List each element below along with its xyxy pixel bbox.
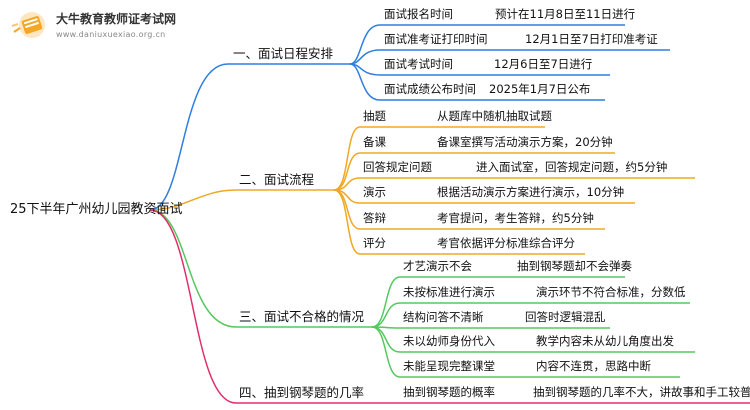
schedule-item-label: 面试成绩公布时间: [384, 82, 476, 96]
process-item-detail: 从题库中随机抽取试题: [437, 109, 552, 123]
fail-item-detail: 教学内容未从幼儿角度出发: [536, 334, 674, 348]
root-topic: 25下半年广州幼儿园教资面试: [10, 202, 183, 217]
branch-process: 二、面试流程: [239, 172, 315, 187]
fail-item-detail: 回答时逻辑混乱: [525, 310, 606, 324]
process-item-label: 演示: [363, 185, 386, 199]
fail-item-label: 才艺演示不会: [403, 259, 472, 273]
schedule-item-label: 面试准考证打印时间: [384, 32, 488, 46]
schedule-item-label: 面试报名时间: [384, 7, 453, 21]
process-item-detail: 进入面试室，回答规定问题，约5分钟: [476, 160, 668, 174]
book-logo-icon: [11, 12, 45, 38]
schedule-item-detail: 2025年1月7日公布: [489, 82, 591, 96]
fail-item-detail: 抽到钢琴题却不会弹奏: [517, 259, 632, 273]
fail-item-label: 未按标准进行演示: [403, 285, 495, 299]
fail-item-label: 结构问答不清晰: [403, 310, 484, 324]
fail-item-label: 未能呈现完整课堂: [403, 359, 495, 373]
process-item-label: 备课: [363, 135, 386, 149]
process-item-detail: 考官提问，考生答辩，约5分钟: [437, 211, 594, 225]
branch-fail-cases: 三、面试不合格的情况: [239, 309, 365, 324]
brand-url: www.daniuxuexiao.org.cn: [56, 30, 166, 39]
fail-item-detail: 演示环节不符合标准，分数低: [536, 285, 686, 299]
process-item-label: 答辩: [363, 211, 386, 225]
process-item-detail: 考官依据评分标准综合评分: [437, 236, 575, 250]
process-item-label: 回答规定问题: [363, 160, 432, 174]
fail-item-label: 未以幼师身份代入: [403, 334, 495, 348]
process-item-label: 抽题: [363, 109, 386, 123]
piano-item-label: 抽到钢琴题的概率: [403, 385, 495, 399]
schedule-item-detail: 预计在11月8日至11日进行: [495, 7, 636, 21]
brand-logo: [10, 10, 54, 40]
piano-item-detail: 抽到钢琴题的几率不大，讲故事和手工较普遍: [533, 385, 750, 399]
schedule-item-detail: 12月1日至7日打印准考证: [525, 32, 658, 46]
process-item-label: 评分: [363, 236, 386, 250]
process-item-detail: 根据活动演示方案进行演示，10分钟: [437, 185, 625, 199]
branch-piano-chance: 四、抽到钢琴题的几率: [239, 385, 365, 400]
fail-item-detail: 内容不连贯，思路中断: [536, 359, 651, 373]
brand-name: 大牛教育教师证考试网: [56, 12, 177, 26]
schedule-item-detail: 12月6日至7日进行: [494, 57, 593, 71]
process-item-detail: 备课室撰写活动演示方案，20分钟: [437, 135, 613, 149]
schedule-item-label: 面试考试时间: [384, 57, 453, 71]
branch-schedule: 一、面试日程安排: [233, 46, 334, 61]
